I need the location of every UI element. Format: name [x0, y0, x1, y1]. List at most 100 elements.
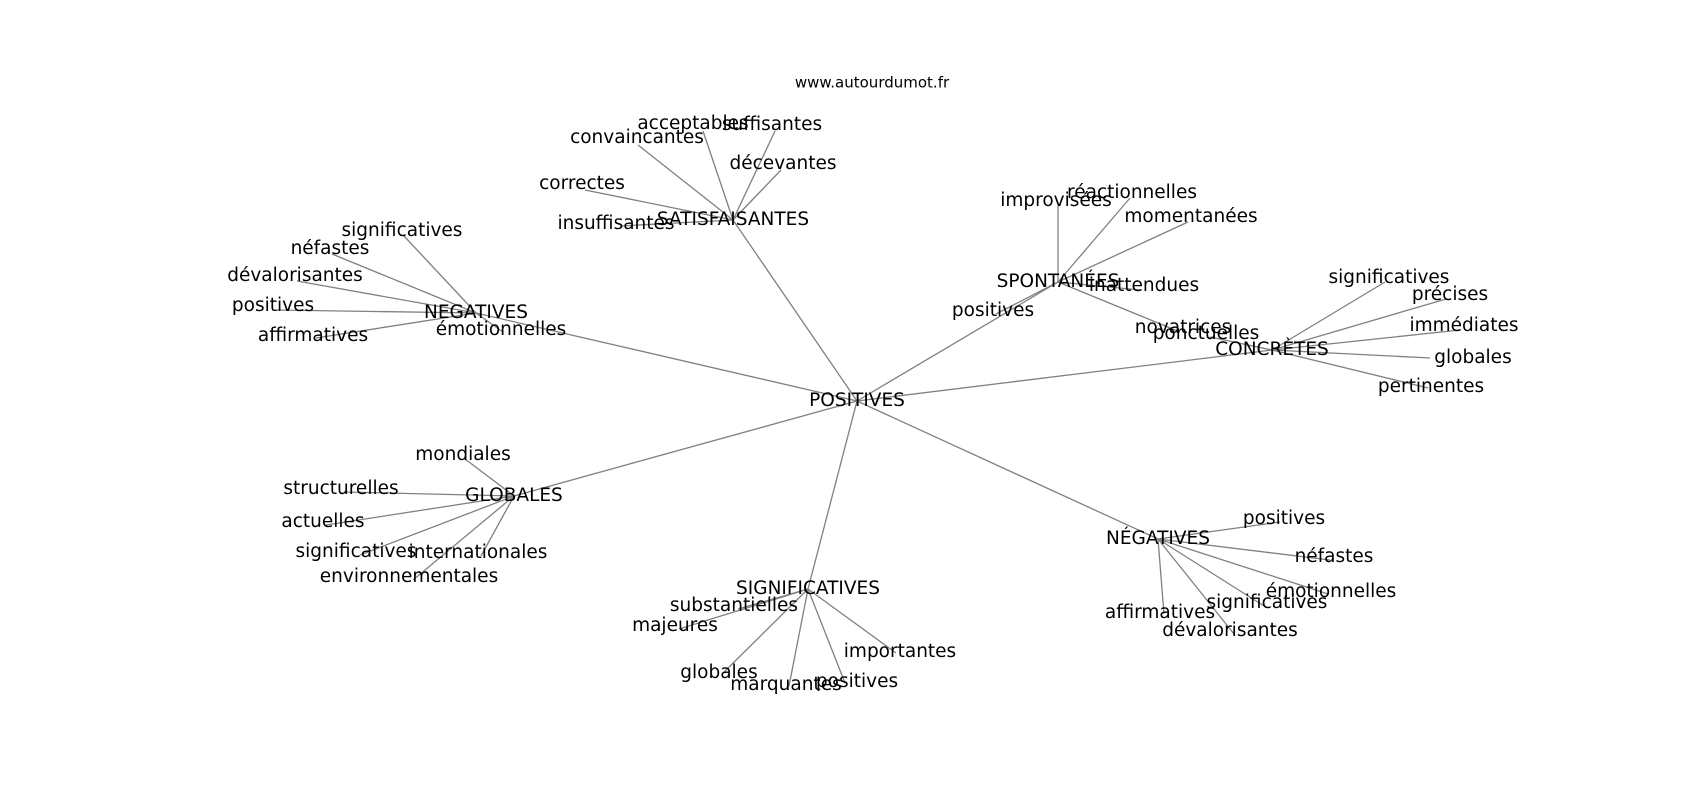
- branch-node-negatives-1[interactable]: NEGATIVES: [424, 302, 528, 323]
- edge-globales-mondiales: [464, 458, 515, 497]
- leaf-node-satisfaisantes-suffisantes[interactable]: suffisantes: [722, 114, 822, 135]
- edge-globales-significatives: [359, 495, 515, 556]
- edge-center-globales: [513, 400, 858, 497]
- leaf-node-globales-structurelles[interactable]: structurelles: [283, 478, 398, 499]
- edge-globales-structurelles: [343, 491, 515, 497]
- edge-center-satisfaisantes: [732, 219, 858, 402]
- edge-satisfaisantes-correctes: [584, 189, 734, 221]
- leaf-node-spontanees-reactionnelles[interactable]: réactionnelles: [1067, 182, 1197, 203]
- leaf-node-satisfaisantes-insuffisantes[interactable]: insuffisantes: [557, 213, 674, 234]
- leaf-node-spontanees-positives[interactable]: positives: [952, 300, 1034, 321]
- edge-satisfaisantes-insuffisantes: [619, 219, 734, 227]
- leaf-node-significatives-substantielles[interactable]: substantielles: [670, 595, 798, 616]
- leaf-node-spontanees-inattendues[interactable]: inattendues: [1089, 275, 1199, 296]
- edge-negatives-1-affirmatives: [315, 312, 477, 339]
- edge-negatives-1-devalorisantes: [296, 280, 477, 314]
- edge-center-significatives: [807, 400, 858, 590]
- leaf-node-significatives-majeures[interactable]: majeures: [632, 615, 718, 636]
- leaf-node-negatives-1-positives[interactable]: positives: [232, 295, 314, 316]
- leaf-node-significatives-positives[interactable]: positives: [816, 671, 898, 692]
- branch-node-satisfaisantes[interactable]: SATISFAISANTES: [657, 209, 809, 230]
- leaf-node-negatives-1-nefastes[interactable]: néfastes: [291, 238, 370, 259]
- edge-concretes-significatives: [1271, 281, 1386, 351]
- edge-concretes-globales: [1271, 349, 1431, 359]
- leaf-node-negatives-1-emotionnelles[interactable]: émotionnelles: [436, 319, 567, 340]
- edge-globales-environnementales: [412, 495, 515, 581]
- edge-negatives-2-devalorisantes: [1157, 538, 1235, 635]
- edge-globales-internationales: [480, 495, 515, 557]
- leaf-node-negatives-2-affirmatives[interactable]: affirmatives: [1105, 602, 1215, 623]
- edge-spontanees-inattendues: [1057, 281, 1141, 291]
- edge-spontanees-positives: [995, 281, 1059, 315]
- edge-significatives-positives: [807, 588, 846, 684]
- edge-significatives-marquantes: [788, 588, 809, 687]
- leaf-node-globales-actuelles[interactable]: actuelles: [281, 511, 364, 532]
- graph-edges: [275, 130, 1461, 687]
- edge-significatives-globales: [721, 588, 809, 675]
- leaf-node-satisfaisantes-correctes[interactable]: correctes: [539, 173, 625, 194]
- leaf-node-concretes-globales[interactable]: globales: [1434, 347, 1511, 368]
- leaf-node-satisfaisantes-convaincantes[interactable]: convaincantes: [570, 127, 704, 148]
- edge-negatives-2-affirmatives: [1157, 538, 1165, 615]
- edge-negatives-1-positives: [275, 309, 477, 314]
- edge-spontanees-reactionnelles: [1057, 197, 1131, 283]
- leaf-node-negatives-1-significatives[interactable]: significatives: [342, 220, 463, 241]
- center-node-positives[interactable]: POSITIVES: [809, 390, 905, 411]
- edge-significatives-majeures: [678, 588, 809, 630]
- leaf-node-concretes-immediates[interactable]: immédiates: [1409, 315, 1518, 336]
- edge-satisfaisantes-suffisantes: [732, 130, 776, 221]
- leaf-node-negatives-2-positives[interactable]: positives: [1243, 508, 1325, 529]
- leaf-node-significatives-importantes[interactable]: importantes: [844, 641, 956, 662]
- leaf-node-globales-internationales[interactable]: internationales: [409, 542, 548, 563]
- branch-node-concretes[interactable]: CONCRÈTES: [1215, 338, 1329, 360]
- leaf-node-satisfaisantes-decevantes[interactable]: décevantes: [730, 153, 837, 174]
- edge-negatives-2-significatives: [1157, 538, 1265, 607]
- leaf-node-concretes-ponctuelles[interactable]: ponctuelles: [1153, 323, 1260, 344]
- edge-concretes-immediates: [1271, 329, 1461, 351]
- edge-satisfaisantes-acceptables: [702, 130, 734, 221]
- leaf-node-negatives-2-devalorisantes[interactable]: dévalorisantes: [1162, 620, 1298, 641]
- leaf-node-concretes-precises[interactable]: précises: [1412, 284, 1488, 305]
- edge-globales-actuelles: [325, 495, 515, 526]
- edge-satisfaisantes-convaincantes: [637, 144, 734, 221]
- edge-center-spontanees: [856, 281, 1059, 402]
- watermark: www.autourdumot.fr: [795, 74, 950, 92]
- branch-node-significatives[interactable]: SIGNIFICATIVES: [736, 578, 880, 599]
- edge-spontanees-momentanees: [1057, 221, 1189, 283]
- leaf-node-negatives-2-emotionnelles[interactable]: émotionnelles: [1266, 581, 1397, 602]
- edge-concretes-ponctuelles: [1209, 336, 1273, 351]
- leaf-node-globales-mondiales[interactable]: mondiales: [415, 444, 510, 465]
- edge-center-concretes: [856, 349, 1273, 402]
- leaf-node-concretes-pertinentes[interactable]: pertinentes: [1378, 376, 1484, 397]
- edge-concretes-precises: [1271, 298, 1447, 351]
- leaf-node-significatives-marquantes[interactable]: marquantes: [730, 674, 841, 695]
- edge-negatives-2-positives: [1157, 521, 1281, 540]
- edge-negatives-1-emotionnelles: [475, 312, 504, 333]
- leaf-node-concretes-significatives[interactable]: significatives: [1329, 267, 1450, 288]
- branch-node-globales[interactable]: GLOBALES: [465, 485, 563, 506]
- leaf-node-globales-environnementales[interactable]: environnementales: [320, 566, 498, 587]
- edge-negatives-2-nefastes: [1157, 538, 1331, 561]
- leaf-node-negatives-2-nefastes[interactable]: néfastes: [1295, 546, 1374, 567]
- leaf-node-negatives-1-affirmatives[interactable]: affirmatives: [258, 325, 368, 346]
- leaf-node-spontanees-improvisees[interactable]: improvisées: [1000, 190, 1112, 211]
- leaf-node-negatives-1-devalorisantes[interactable]: dévalorisantes: [227, 265, 363, 286]
- edge-negatives-1-significatives: [403, 235, 477, 314]
- leaf-node-negatives-2-significatives[interactable]: significatives: [1207, 592, 1328, 613]
- edge-spontanees-novatrices: [1057, 281, 1181, 333]
- leaf-node-spontanees-novatrices[interactable]: novatrices: [1135, 317, 1232, 338]
- leaf-node-globales-significatives[interactable]: significatives: [296, 541, 417, 562]
- edge-center-negatives-1: [475, 312, 858, 402]
- edge-negatives-2-emotionnelles: [1157, 538, 1329, 595]
- edge-center-negatives-2: [856, 400, 1159, 540]
- edge-significatives-importantes: [807, 588, 897, 654]
- leaf-node-satisfaisantes-acceptables[interactable]: acceptables: [637, 113, 748, 134]
- edge-concretes-pertinentes: [1271, 349, 1429, 389]
- leaf-node-spontanees-momentanees[interactable]: momentanées: [1124, 206, 1257, 227]
- edge-satisfaisantes-decevantes: [732, 169, 782, 221]
- branch-node-spontanees[interactable]: SPONTANÉES: [997, 270, 1120, 292]
- branch-node-negatives-2[interactable]: NÉGATIVES: [1106, 527, 1210, 549]
- leaf-node-significatives-globales[interactable]: globales: [680, 662, 757, 683]
